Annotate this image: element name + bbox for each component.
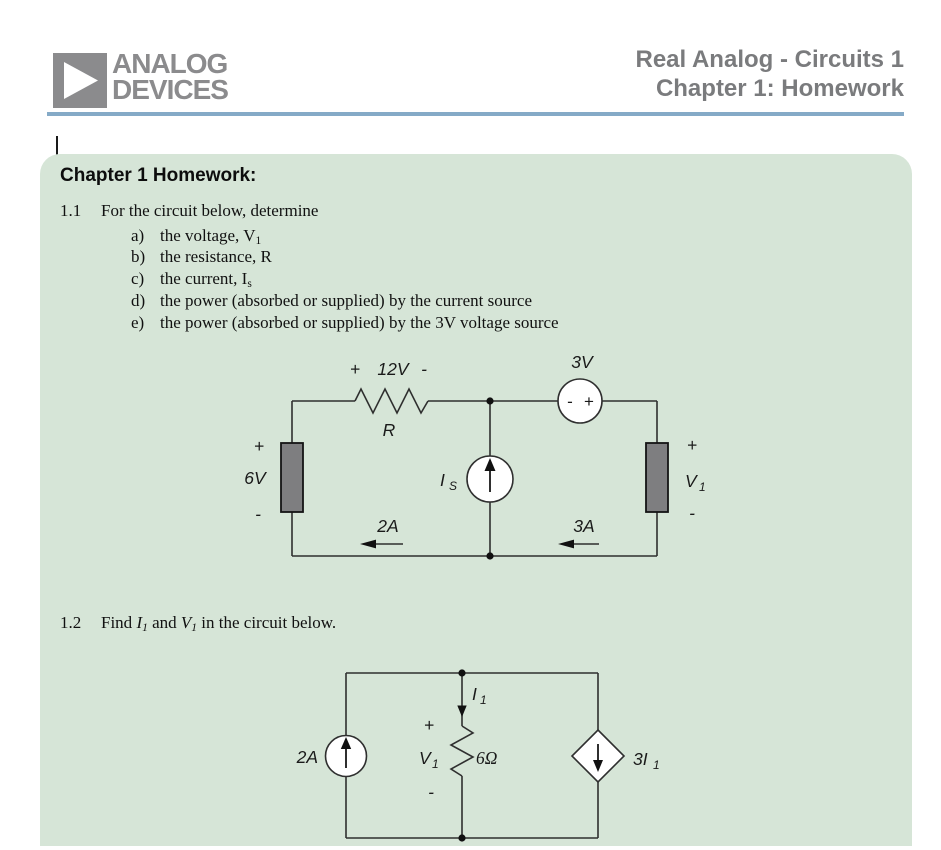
current-source-arrowhead [484,458,496,471]
circuit-diagram-2: 2A I 1 + V 1 - 6Ω 3I 1 [296,669,660,842]
list-item-letter: b) [131,247,146,266]
label-v1-sub: 1 [699,480,706,494]
left-element-6v [280,442,304,513]
resistor-6ohm-symbol [449,725,475,777]
label-2a: 2A [376,516,398,536]
label-3i1-sub: 1 [653,758,660,772]
label-6-ohm: 6Ω [476,748,498,768]
label-3i1-main: 3I [633,749,648,769]
current-3a-arrowhead [558,539,574,549]
label-6v: 6V [244,468,268,488]
list-item-c: c) the current, Is [131,269,252,292]
problem-prompt-text: For the circuit below, determine [101,201,319,220]
label-is-main: I [440,470,445,490]
label-3a: 3A [573,516,594,536]
label-v1-sub: 1 [432,757,439,771]
problem-1-1-prompt: 1.1 For the circuit below, determine [60,201,318,221]
dependent-source-arrowhead [593,760,603,772]
prompt-segment: Find [101,613,137,632]
logo-triangle-icon [64,62,98,99]
header-divider-rule [47,112,904,116]
label-v1-plus: + [424,715,434,735]
label-v1-minus: - [428,782,434,802]
prompt-segment: in the circuit below. [197,613,337,632]
brand-name-line1: ANALOG [112,48,228,79]
label-resistor-r: R [383,420,396,440]
current-source-2a-arrowhead [340,737,352,749]
label-6v-plus: + [254,436,264,456]
problem-number: 1.2 [60,613,82,632]
brand-name-line2: DEVICES [112,74,229,105]
brand-name: ANALOG DEVICES [112,48,229,105]
list-item-b: b) the resistance, R [131,247,272,270]
list-item-letter: a) [131,226,145,245]
prompt-segment: and [147,613,181,632]
node-dot-bottom [486,552,494,560]
resistor-symbol [354,387,429,415]
document-title: Real Analog - Circuits 1 Chapter 1: Home… [636,45,905,103]
voltage-source-3v-symbol [557,378,603,424]
label-12v: 12V [377,359,410,379]
variable-v: V [180,613,192,632]
node-dot-bottom [458,834,466,842]
circuit-diagram-1: + 12V - R 3V - + + 6V - I S 2A 3A + V 1 … [244,352,706,560]
analog-devices-logo-icon [53,53,107,108]
list-item-letter: c) [131,269,145,288]
list-item-subscript: 1 [255,235,262,247]
label-i1-main: I [472,684,477,704]
variable-i: I [136,613,143,632]
node-dot-top [458,669,466,677]
homework-content-panel: Chapter 1 Homework: 1.1 For the circuit b… [40,154,912,846]
list-item-text: the power (absorbed or supplied) by the … [160,291,532,310]
list-item-text: the current, I [160,269,248,288]
label-6v-minus: - [255,504,261,524]
label-12v-minus: - [421,359,427,379]
problem-number: 1.1 [60,201,82,220]
label-v1-plus: + [687,435,697,455]
label-v1-minus: - [689,503,695,523]
list-item-subscript: s [247,278,252,290]
label-is-sub: S [449,479,457,493]
list-item-d: d) the power (absorbed or supplied) by th… [131,291,532,314]
list-item-text: the voltage, V [160,226,256,245]
label-3v: 3V [571,352,595,372]
label-v1-main: V [419,748,433,768]
label-12v-plus: + [350,359,360,379]
document-title-line1: Real Analog - Circuits 1 [635,46,905,73]
text-cursor-mark [56,136,58,162]
list-item-a: a) the voltage, V1 [131,226,261,249]
label-2a-source: 2A [296,747,318,767]
label-3v-minus-terminal: - [567,392,573,411]
list-item-letter: d) [131,291,146,310]
list-item-text: the resistance, R [160,247,272,266]
node-dot-top [486,397,494,405]
section-heading: Chapter 1 Homework: [60,165,257,186]
variable-v-sub: 1 [191,622,198,634]
list-item-letter: e) [131,313,145,332]
variable-i-sub: 1 [142,622,148,634]
current-i1-arrowhead [457,705,467,717]
label-v1-main: V [685,471,699,491]
current-2a-arrowhead [360,539,376,549]
label-i1-sub: 1 [480,693,487,707]
list-item-e: e) the power (absorbed or supplied) by th… [131,313,559,336]
label-3v-plus-terminal: + [584,392,594,411]
document-title-line2: Chapter 1: Homework [655,75,904,102]
right-element-v1 [645,442,669,513]
list-item-text: the power (absorbed or supplied) by the … [160,313,559,332]
